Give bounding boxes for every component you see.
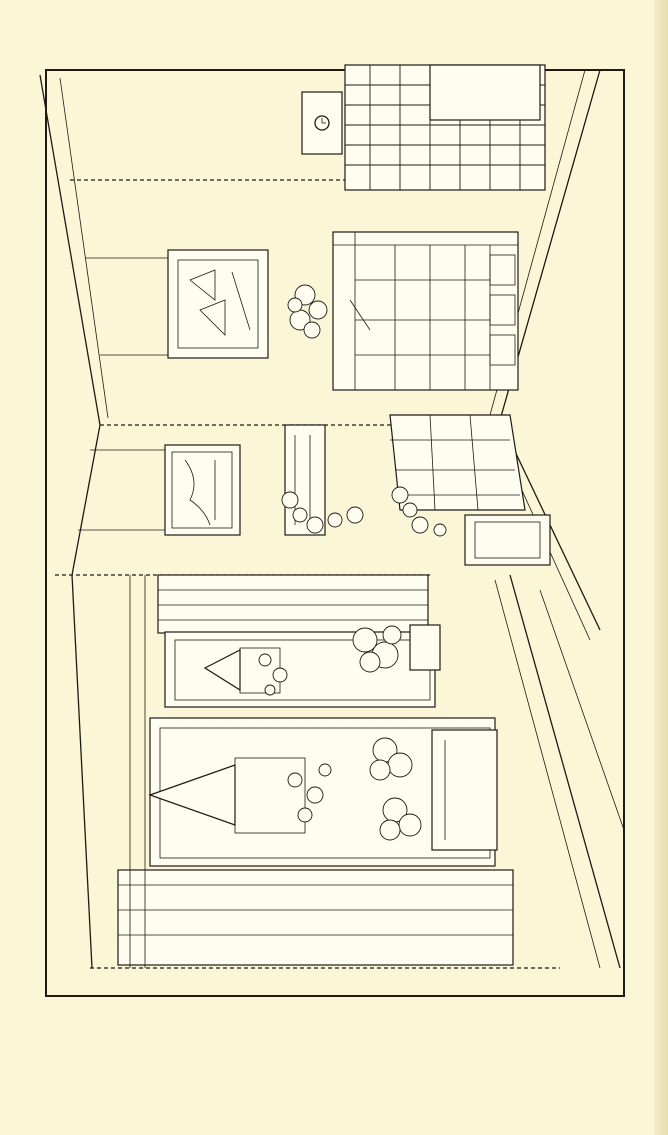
basket-foliage <box>258 653 332 823</box>
plant-box-lower <box>431 729 498 851</box>
bookshelf <box>389 414 551 566</box>
plant-upper-leaves <box>352 625 402 673</box>
plant-pot-upper <box>409 624 441 671</box>
dresser <box>332 231 519 391</box>
page-edge-shading <box>654 0 668 1135</box>
flower-bouquet <box>287 284 328 339</box>
fireplace <box>301 64 546 191</box>
hanging-basket-large <box>148 757 306 834</box>
plant-lower-leaves <box>369 737 422 841</box>
box-flowers <box>281 486 447 537</box>
sailboat-picture <box>85 249 269 359</box>
landscape-picture <box>78 444 241 536</box>
curtains <box>117 574 514 966</box>
illustration-frame <box>45 69 625 997</box>
